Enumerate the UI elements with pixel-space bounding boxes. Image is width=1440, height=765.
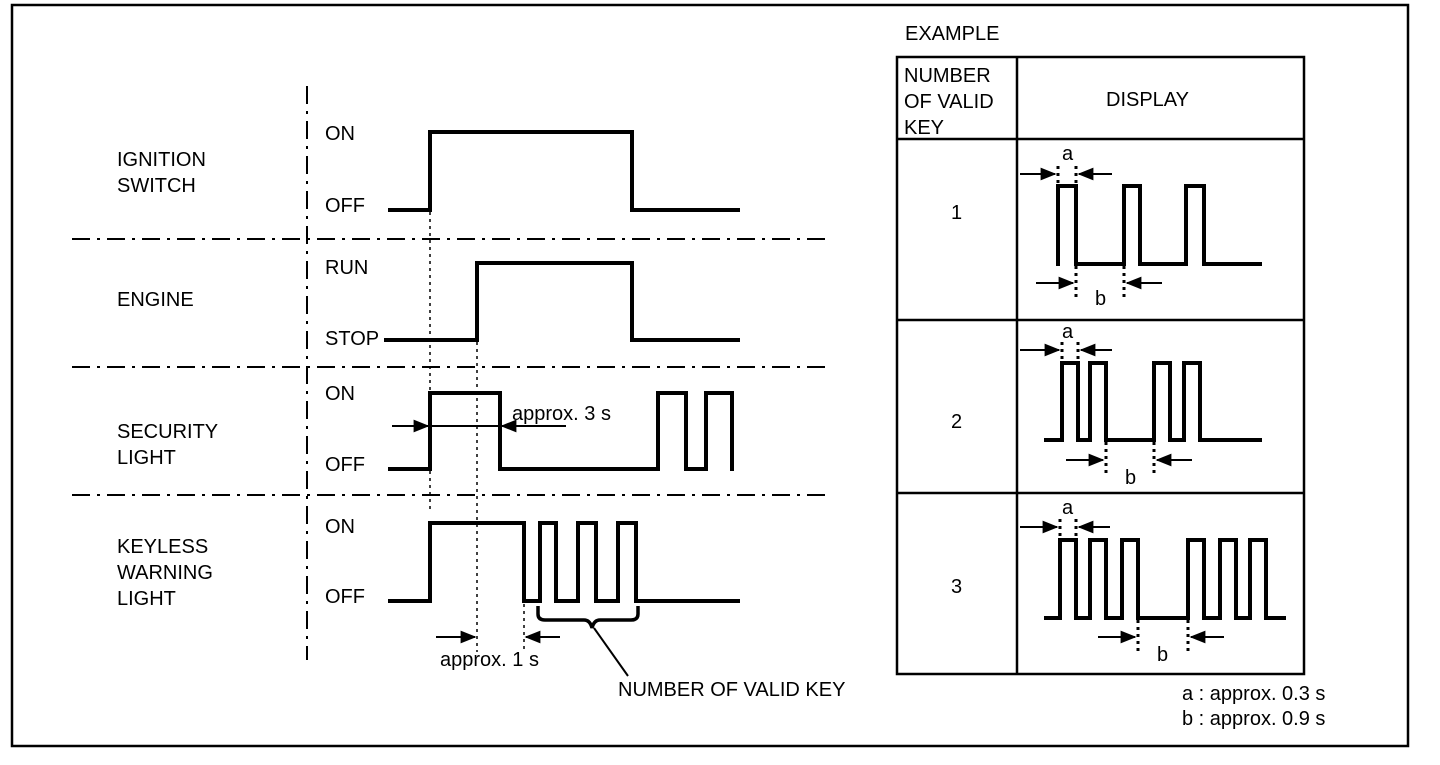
row1-a-label: a: [1062, 143, 1074, 165]
valid-key-brace: [536, 606, 640, 629]
engine-label: ENGINE: [117, 289, 194, 311]
security-high-state: ON: [325, 383, 355, 405]
keyless-high-state: ON: [325, 516, 355, 538]
header-number-line1: NUMBER: [904, 65, 991, 87]
ignition-label-line2: SWITCH: [117, 175, 196, 197]
example-table: [895, 55, 1306, 676]
keyless-light-waveform: [388, 521, 740, 603]
approx-1s-label: approx. 1 s: [440, 649, 539, 671]
legend-b: b : approx. 0.9 s: [1182, 708, 1325, 730]
row3-a-label: a: [1062, 497, 1074, 519]
row2-a-label: a: [1062, 321, 1074, 343]
outer-frame: [10, 3, 1410, 748]
ignition-high-state: ON: [325, 123, 355, 145]
keyless-label-line3: LIGHT: [117, 588, 176, 610]
keyless-label-line2: WARNING: [117, 562, 213, 584]
row2-number: 2: [951, 411, 962, 433]
ignition-waveform: [388, 130, 740, 212]
engine-low-state: STOP: [325, 328, 379, 350]
row1-b-label: b: [1095, 288, 1106, 310]
security-low-state: OFF: [325, 454, 365, 476]
ignition-low-state: OFF: [325, 195, 365, 217]
security-light-waveform: [388, 391, 734, 471]
valid-key-label: NUMBER OF VALID KEY: [618, 679, 845, 701]
approx-3s-label: approx. 3 s: [512, 403, 611, 425]
row2-display-waveform: [1044, 361, 1262, 442]
engine-high-state: RUN: [325, 257, 368, 279]
header-number-line3: KEY: [904, 117, 944, 139]
security-label-line1: SECURITY: [117, 421, 218, 443]
keyless-low-state: OFF: [325, 586, 365, 608]
row2-b-label: b: [1125, 467, 1136, 489]
ignition-label-line1: IGNITION: [117, 149, 206, 171]
engine-waveform: [384, 261, 740, 342]
row3-b-label: b: [1157, 644, 1168, 666]
legend-a: a : approx. 0.3 s: [1182, 683, 1325, 705]
row1-number: 1: [951, 202, 962, 224]
keyless-label-line1: KEYLESS: [117, 536, 208, 558]
row3-number: 3: [951, 576, 962, 598]
row3-display-waveform: [1044, 538, 1286, 620]
row1-display-waveform: [1056, 184, 1262, 266]
example-title: EXAMPLE: [905, 23, 999, 45]
header-display: DISPLAY: [1106, 89, 1189, 111]
valid-key-leader: [593, 627, 629, 677]
header-number-line2: OF VALID: [904, 91, 994, 113]
security-label-line2: LIGHT: [117, 447, 176, 469]
